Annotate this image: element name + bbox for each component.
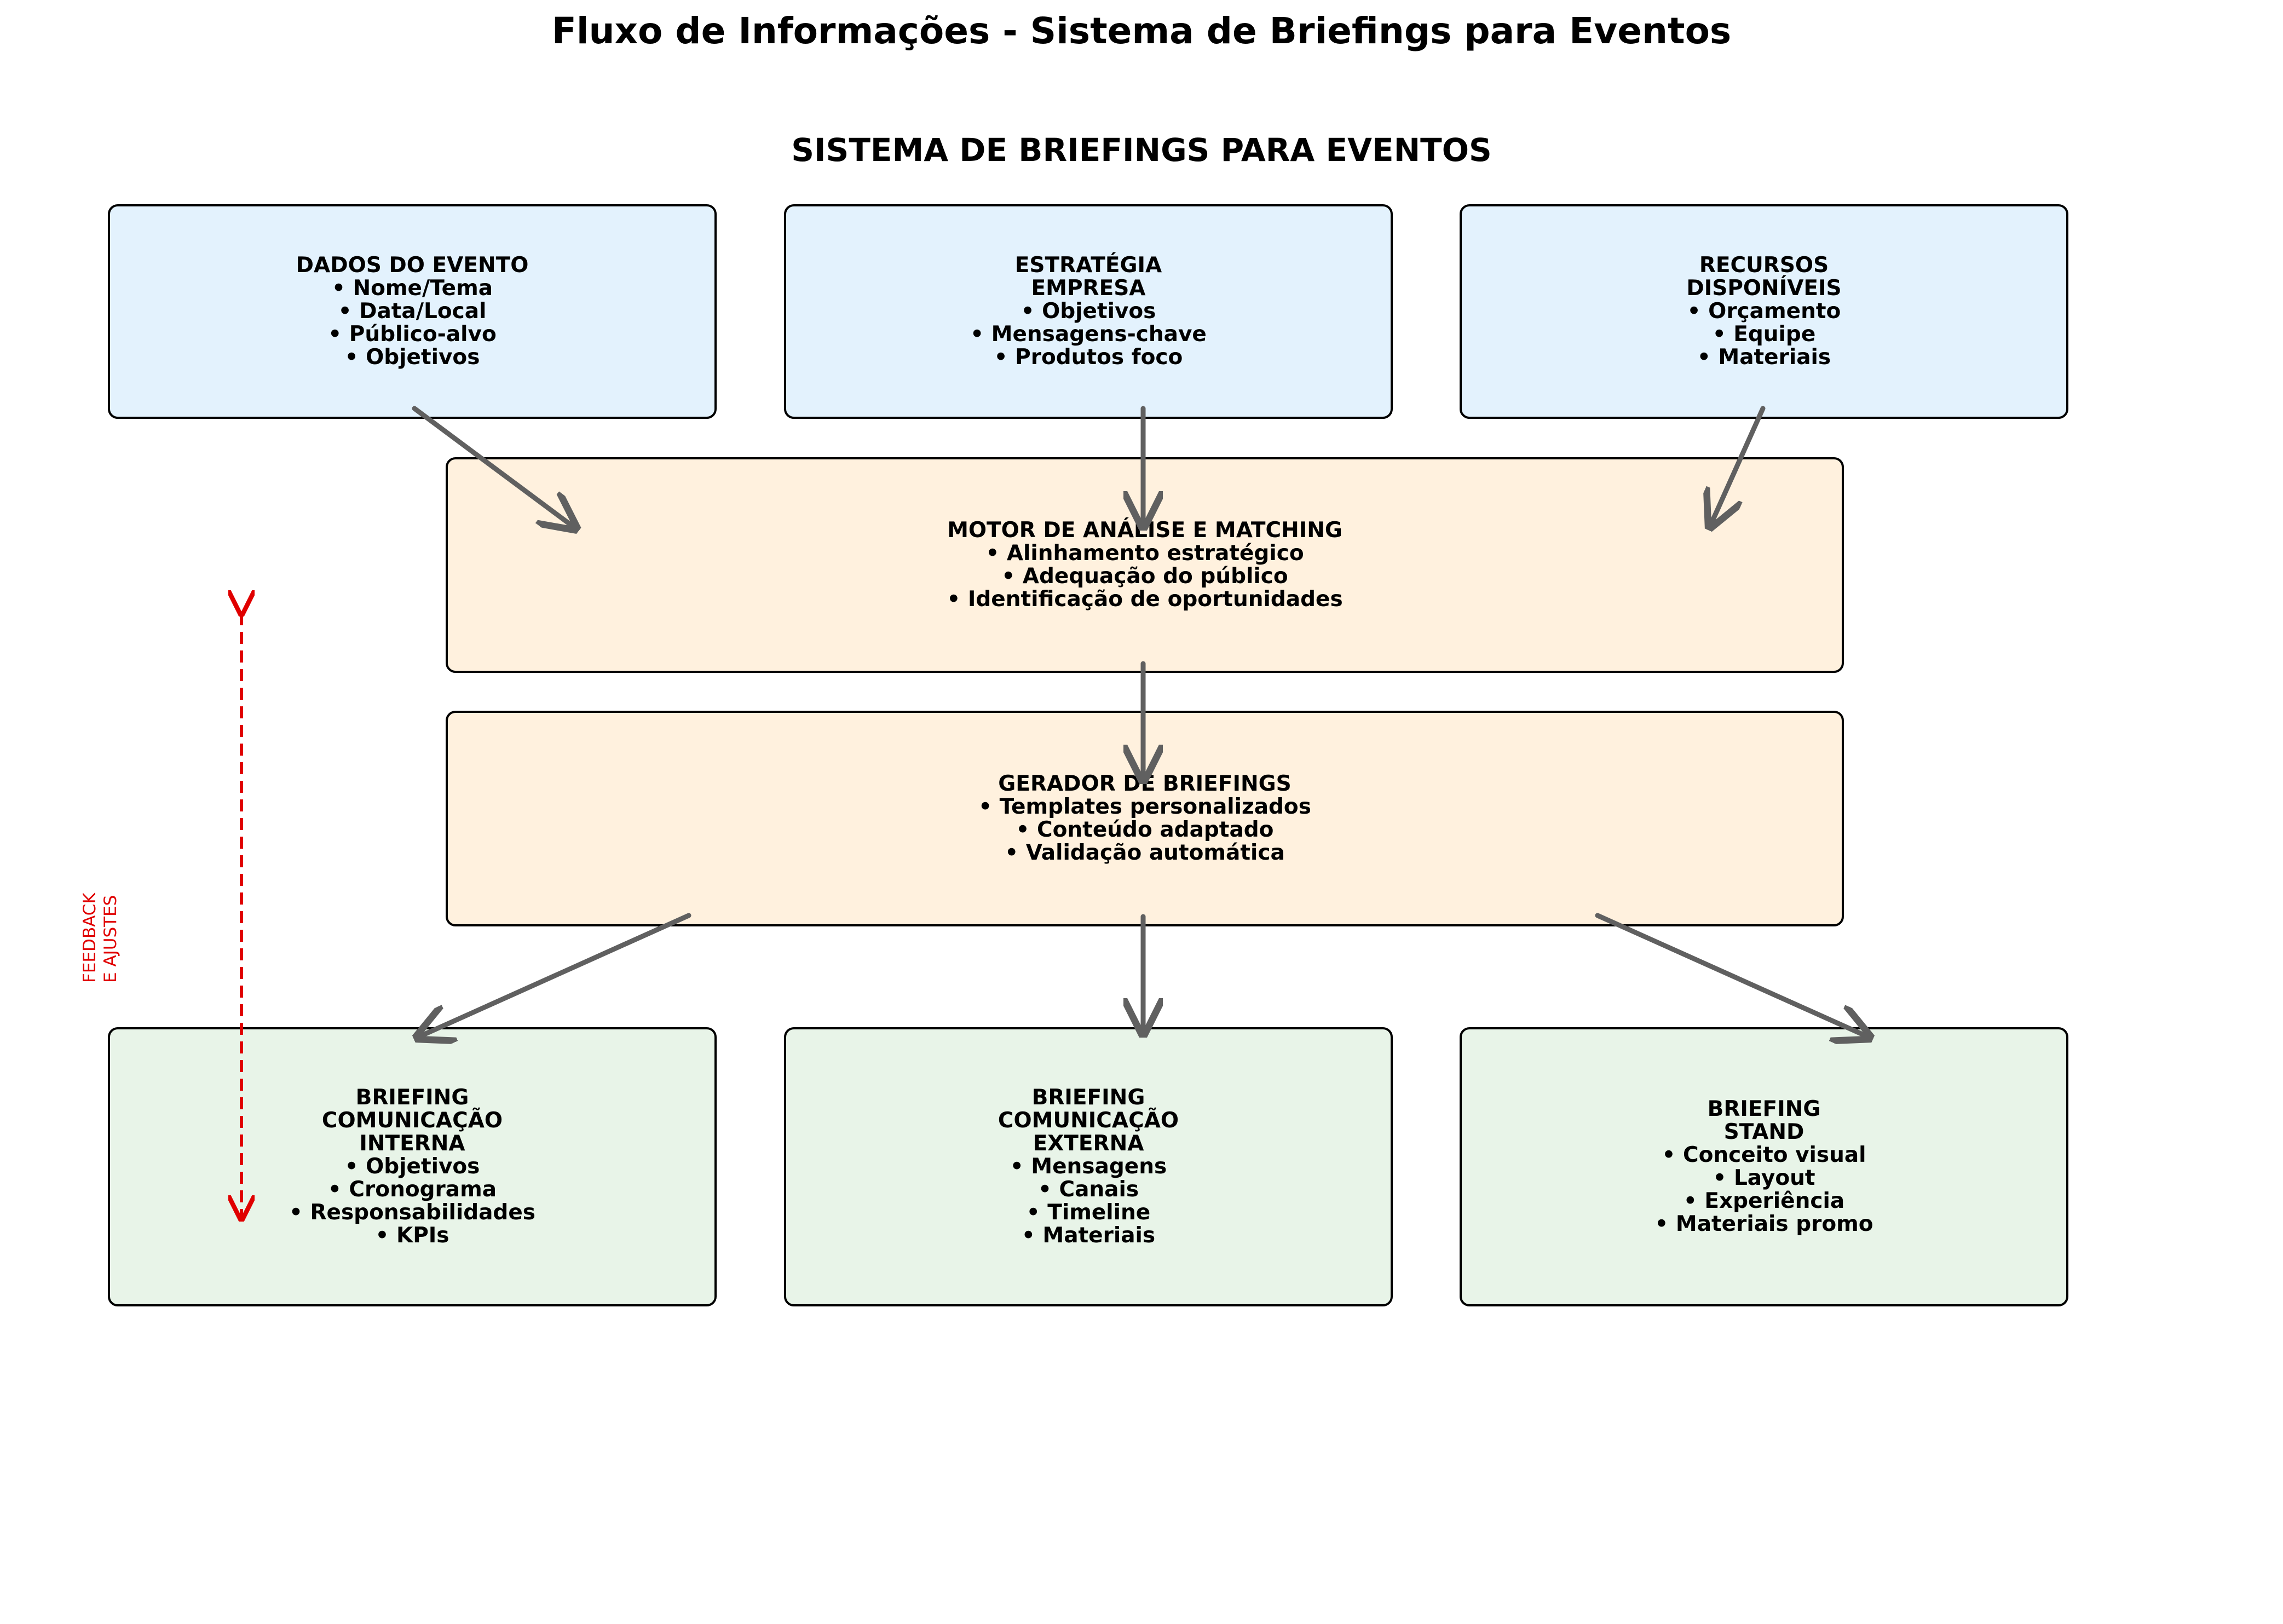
feedback-label: FEEDBACK E AJUSTES — [79, 892, 129, 983]
box-line: EMPRESA — [1031, 276, 1146, 301]
box-line: • Validação automática — [1005, 840, 1285, 865]
output-box-stand-briefing: BRIEFING STAND • Conceito visual • Layou… — [1460, 1027, 2068, 1306]
box-line: • Data/Local — [338, 299, 487, 324]
box-line: • Templates personalizados — [978, 794, 1311, 819]
box-line: • Mensagens-chave — [970, 322, 1207, 347]
box-line: STAND — [1723, 1120, 1805, 1144]
box-line: DADOS DO EVENTO — [296, 253, 529, 278]
box-line: • Timeline — [1026, 1200, 1151, 1225]
box-line: • Materiais promo — [1654, 1212, 1873, 1236]
arrow-generator-to-stand — [1595, 913, 1869, 1037]
box-line: • KPIs — [375, 1223, 449, 1248]
input-box-event-data: DADOS DO EVENTO • Nome/Tema • Data/Local… — [108, 204, 717, 419]
arrow-generator-to-internal — [418, 913, 691, 1037]
box-line: • Produtos foco — [994, 345, 1183, 370]
box-line: COMUNICAÇÃO — [998, 1108, 1179, 1133]
box-line: • Adequação do público — [1001, 564, 1288, 589]
feedback-line: FEEDBACK — [80, 892, 100, 983]
box-line: • Objetivos — [344, 345, 480, 370]
box-line: BRIEFING — [1031, 1085, 1145, 1110]
box-line: • Alinhamento estratégico — [985, 541, 1304, 566]
box-line: • Responsabilidades — [289, 1200, 536, 1225]
box-line: BRIEFING — [355, 1085, 469, 1110]
feedback-line: E AJUSTES — [101, 895, 120, 983]
box-line: • Experiência — [1683, 1189, 1845, 1213]
box-line: ESTRATÉGIA — [1014, 253, 1162, 278]
diagram-title: Fluxo de Informações - Sistema de Briefi… — [551, 10, 1732, 52]
box-line: • Conceito visual — [1662, 1143, 1866, 1167]
box-line: • Identificação de oportunidades — [947, 587, 1343, 612]
box-line: • Materiais — [1021, 1223, 1156, 1248]
box-line: COMUNICAÇÃO — [321, 1108, 503, 1133]
system-title: SISTEMA DE BRIEFINGS PARA EVENTOS — [791, 131, 1492, 169]
box-line: • Objetivos — [344, 1154, 480, 1179]
box-line: • Equipe — [1712, 322, 1816, 347]
box-line: • Cronograma — [327, 1177, 497, 1202]
box-line: • Objetivos — [1021, 299, 1156, 324]
box-line: • Materiais — [1697, 345, 1831, 370]
box-line: RECURSOS — [1699, 253, 1829, 278]
output-box-internal-briefing: BRIEFING COMUNICAÇÃO INTERNA • Objetivos… — [108, 1027, 717, 1306]
box-line: DISPONÍVEIS — [1686, 276, 1842, 301]
box-line: • Orçamento — [1687, 299, 1841, 324]
box-line: INTERNA — [359, 1131, 465, 1156]
box-line: • Nome/Tema — [331, 276, 493, 301]
box-line: EXTERNA — [1033, 1131, 1144, 1156]
box-line: • Público-alvo — [328, 322, 497, 347]
box-line: BRIEFING — [1707, 1097, 1821, 1121]
input-box-company-strategy: ESTRATÉGIA EMPRESA • Objetivos • Mensage… — [784, 204, 1393, 419]
box-line: • Canais — [1037, 1177, 1139, 1202]
arrow-event-to-engine — [412, 406, 575, 528]
output-box-external-briefing: BRIEFING COMUNICAÇÃO EXTERNA • Mensagens… — [784, 1027, 1393, 1306]
box-line: • Mensagens — [1010, 1154, 1167, 1179]
input-box-available-resources: RECURSOS DISPONÍVEIS • Orçamento • Equip… — [1460, 204, 2068, 419]
arrow-resources-to-engine — [1710, 406, 1766, 526]
box-line: • Layout — [1713, 1166, 1815, 1190]
box-line: • Conteúdo adaptado — [1016, 817, 1274, 842]
